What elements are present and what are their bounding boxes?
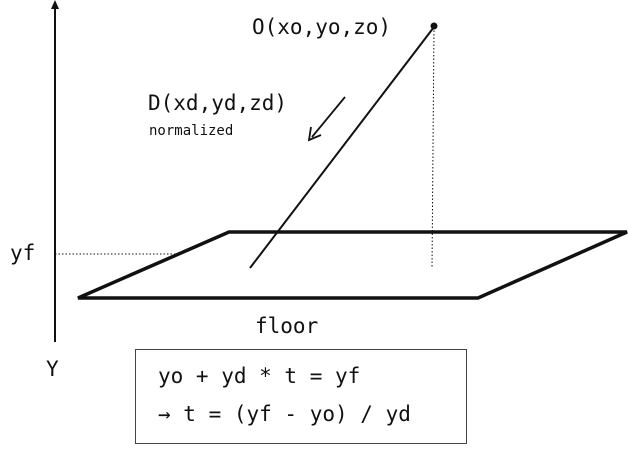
direction-arrowhead [307, 126, 322, 142]
origin-drop-line [431, 26, 435, 269]
equation-box: yo + yd * t = yf → t = (yf - yo) / yd [135, 349, 467, 444]
origin-point [430, 22, 438, 30]
floor-label: floor [255, 314, 318, 338]
y-axis-arrowhead [51, 0, 59, 9]
floor-plane [77, 230, 628, 300]
equation-line-1: yo + yd * t = yf [158, 364, 361, 388]
origin-label: O(xo,yo,zo) [252, 15, 391, 39]
yf-label: yf [10, 241, 35, 265]
direction-label: D(xd,yd,zd) [148, 91, 287, 115]
direction-note: normalized [149, 123, 233, 139]
ray-line [249, 26, 435, 269]
equation-line-2: → t = (yf - yo) / yd [158, 402, 411, 426]
y-axis-label: Y [46, 357, 59, 381]
direction-arrow-shaft [311, 96, 346, 138]
